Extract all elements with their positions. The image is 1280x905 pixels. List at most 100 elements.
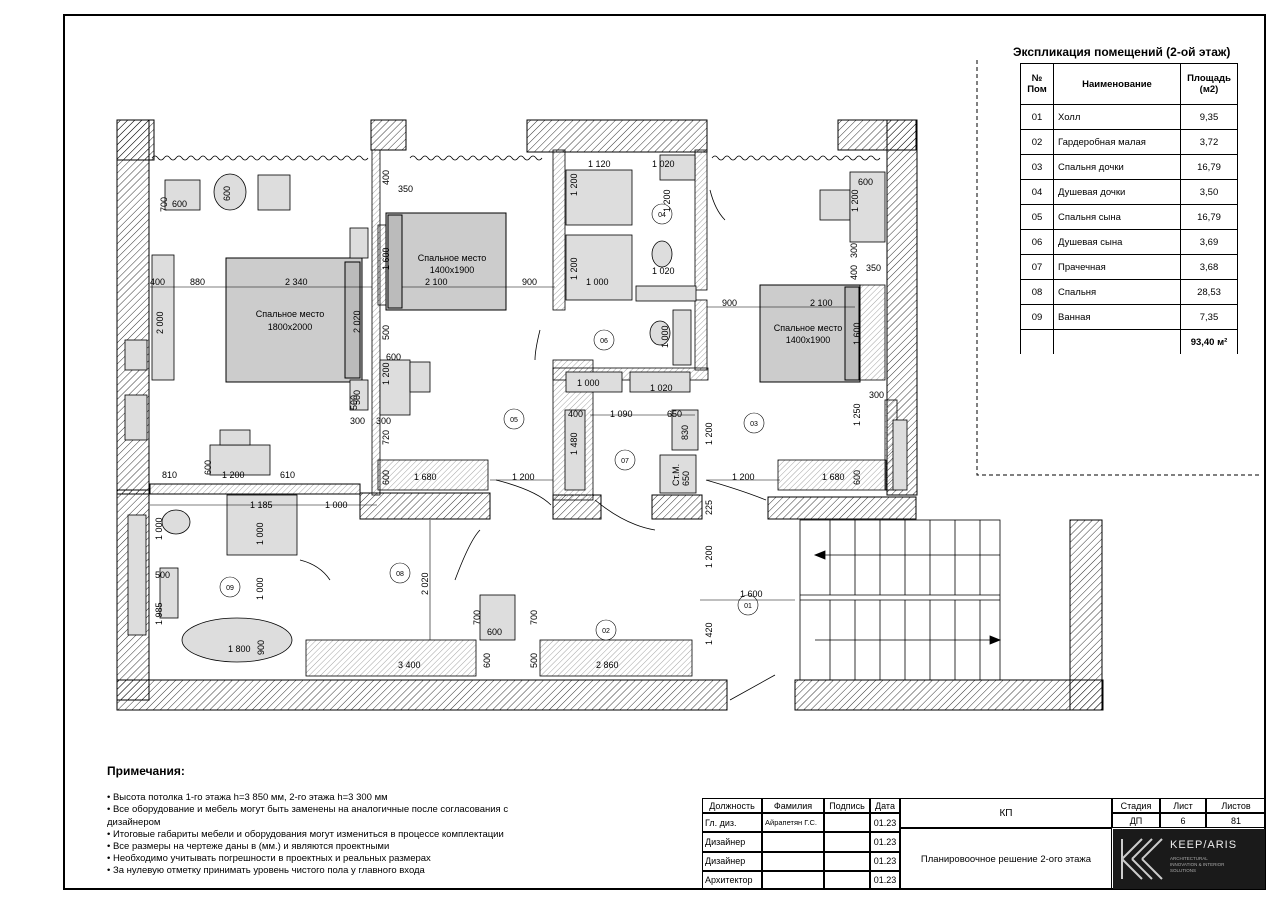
dim: 810 [162,470,177,480]
dim: 600 [203,460,213,475]
bed-daughter-size: 1400х1900 [786,335,831,345]
explication-cell-area: 3,68 [1180,254,1238,280]
room-tag-08-text: 08 [396,571,404,578]
explication-cell-area: 3,50 [1180,179,1238,205]
dim: 600 [381,470,391,485]
dim: 1 200 [381,362,391,385]
bed-son-size: 1400х1900 [430,265,475,275]
dim: 500 [155,570,170,580]
dim: 400 [150,277,165,287]
bed-master: Спальное место 1800х2000 [225,257,363,383]
bed-son-title: Спальное место [418,253,487,263]
tb-sheet-header: Лист [1160,798,1206,813]
tb-sign-cell [824,813,870,833]
dim: 1 185 [250,500,273,510]
company-logo: KEEP/ARIS ARCHITECTURAL INNOVATION & INT… [1113,829,1265,889]
dim: 2 020 [420,572,430,595]
explication-cell-area: 16,79 [1180,204,1238,230]
dim: 1 600 [740,589,763,599]
logo-brand: KEEP/ARIS [1170,839,1238,851]
dim: 1 680 [822,472,845,482]
explication-cell-num: 02 [1020,129,1054,155]
room-tag-06-text: 06 [600,338,608,345]
dim: 2 860 [596,660,619,670]
explication-cell-name: Душевая дочки [1053,179,1181,205]
explication-cell-area: 9,35 [1180,104,1238,130]
tb-role-cell: Дизайнер [702,851,762,871]
dimension-texts: 700 600 600 880 2 340 400 2 000 2 020 50… [150,159,884,670]
tb-date-cell: 01.23 [870,851,900,871]
explication-cell-num: 07 [1020,254,1054,280]
dim: 2 020 [352,310,362,333]
dim: 1 680 [414,472,437,482]
col-area: Площадь (м2) [1180,63,1238,105]
room-tag-05 [503,408,525,430]
explication-cell-name: Холл [1053,104,1181,130]
dim: 400 [381,170,391,185]
dim: 2 100 [425,277,448,287]
explication-header-row: № Пом Наименование Площадь (м2) [1020,63,1238,105]
dim: 1 120 [588,159,611,169]
tb-surname-cell [762,851,824,871]
dim: 225 [704,500,714,515]
bed-daughter: Спальное место 1400х1900 [759,284,861,383]
dim: 300 [350,416,365,426]
dim: 1 000 [586,277,609,287]
note-item: Необходимо учитывать погрешности в проек… [107,853,547,865]
explication-cell-num: 03 [1020,154,1054,180]
tb-sign-cell [824,851,870,871]
explication-cell-area: 3,72 [1180,129,1238,155]
notes-section: Примечания: Высота потолка 1-го этажа h=… [107,765,547,878]
notes-title: Примечания: [107,764,185,778]
dim: 500 [352,390,362,405]
tb-role-cell: Гл. диз. [702,813,762,833]
tb-date-cell: 01.23 [870,870,900,890]
explication-cell-name: Гардеробная малая [1053,129,1181,155]
dim: 650 [681,471,691,486]
explication-cell-name: Прачечная [1053,254,1181,280]
room-tag-05-text: 05 [510,417,518,424]
room-tag-09 [219,576,241,598]
dim: 500 [349,395,359,410]
tb-sheet: 6 [1160,813,1206,828]
dim: 880 [190,277,205,287]
explication-cell-num: 08 [1020,279,1054,305]
explication-cell-name: Спальня сына [1053,204,1181,230]
dim: 1 000 [577,378,600,388]
dim: 1 000 [255,577,265,600]
room-tag-03-text: 03 [750,421,758,428]
dim: 600 [852,470,862,485]
dim: 1 200 [704,422,714,445]
note-item: Итоговые габариты мебели и оборудования … [107,829,547,841]
dim: 1 600 [852,322,862,345]
dim: 1 000 [154,517,164,540]
dim: 900 [256,640,266,655]
dim: 600 [386,352,401,362]
tb-role-header: Должность [702,798,762,813]
room-tag-08 [389,562,411,584]
tb-role-cell: Архитектор [702,870,762,890]
tb-role-cell: Дизайнер [702,832,762,852]
explication-cell-num: 09 [1020,304,1054,330]
dim: 350 [398,184,413,194]
tb-drawing-title: Планировоочное решение 2-ого этажа [900,828,1112,890]
dim: 1 200 [569,257,579,280]
dim: 350 [866,263,881,273]
explication-boundary [976,60,1262,476]
bed-son: Спальное место 1400х1900 [385,212,507,311]
dim: Ст.М. [671,464,681,486]
explication-cell-area: 7,35 [1180,304,1238,330]
explication-cell-name: Душевая сына [1053,229,1181,255]
tb-stage-header: Стадия [1112,798,1160,813]
dim: 1 200 [662,189,672,212]
explication-cell-num: 05 [1020,204,1054,230]
dim: 1 200 [732,472,755,482]
dim: 600 [482,653,492,668]
furniture [124,154,908,663]
dim: 720 [381,430,391,445]
